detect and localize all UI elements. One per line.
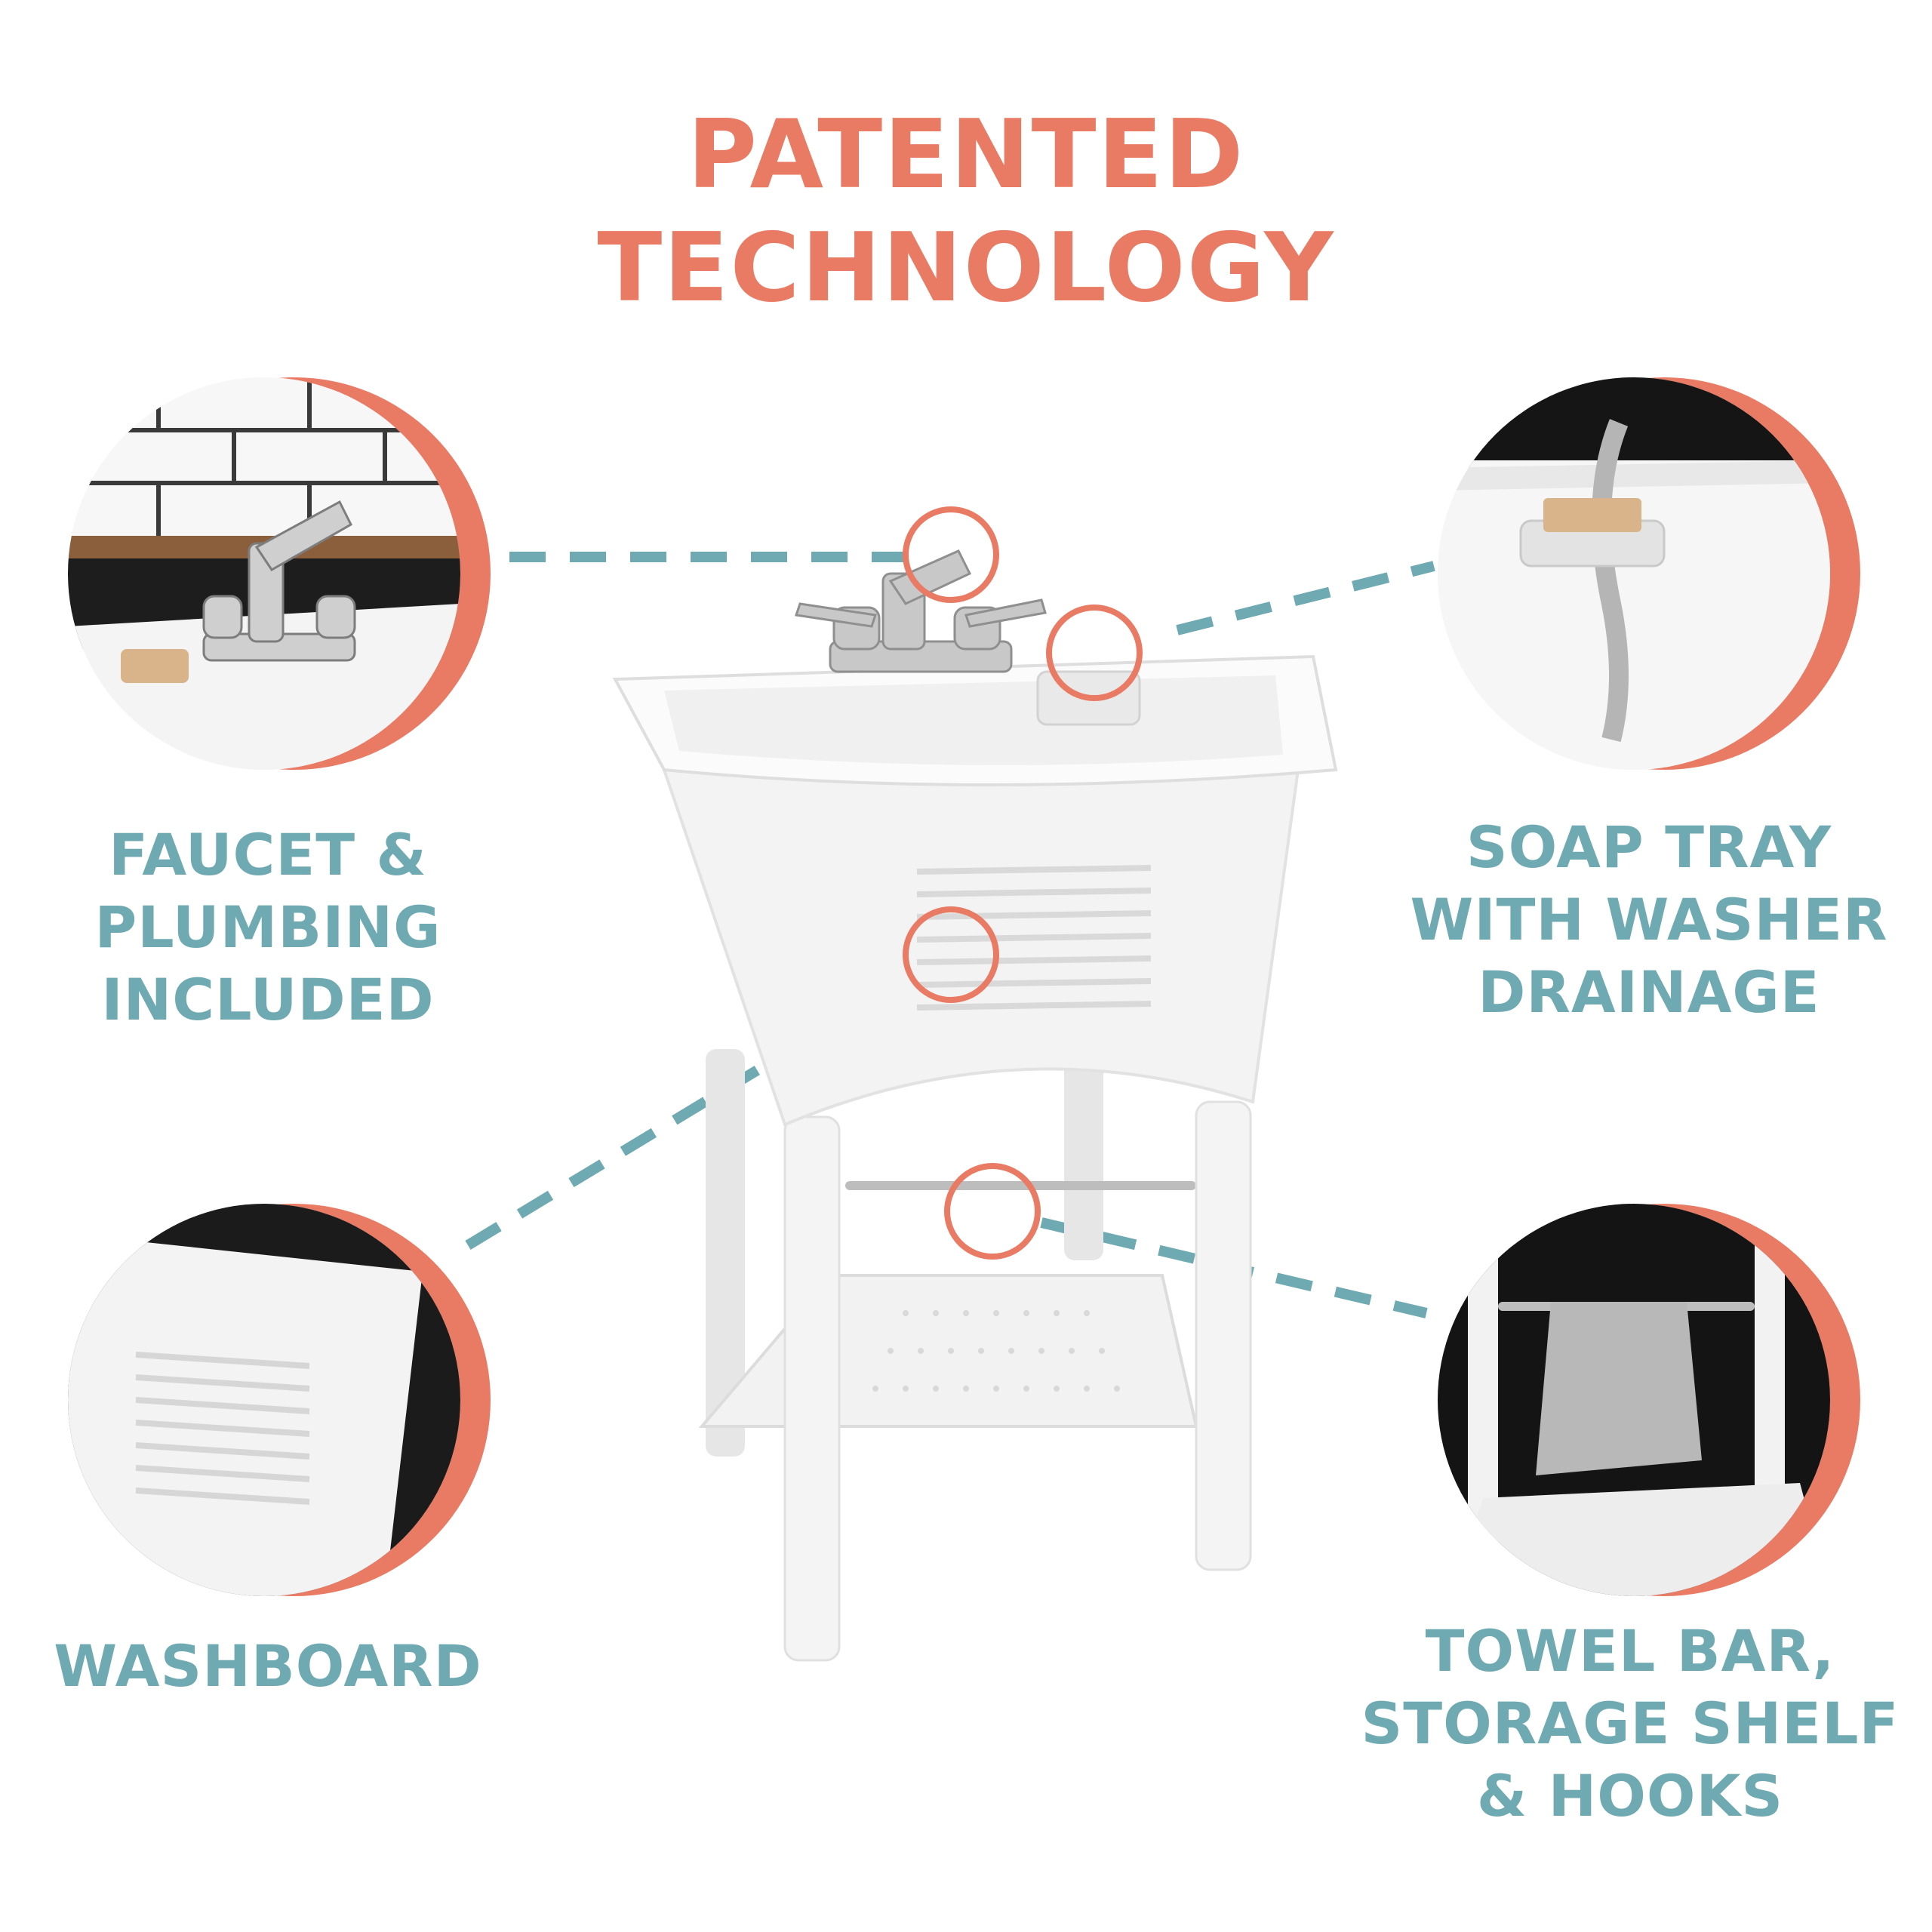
faucet-label-line-1: FAUCET &: [109, 821, 427, 888]
front-right-leg: [1195, 1100, 1252, 1571]
washboard-feature-label: WASHBOARD: [30, 1630, 506, 1703]
faucet-feature-label: FAUCET & PLUMBING INCLUDED: [30, 819, 506, 1036]
towel-bar-label-line-3: & HOOKS: [1476, 1762, 1784, 1829]
sink-bowl: [664, 675, 1283, 765]
back-left-leg: [706, 1049, 745, 1457]
page-title: PATENTED TECHNOLOGY: [0, 98, 1932, 325]
soap-tray-hotspot: [1046, 605, 1143, 701]
washboard-detail-bubble: [68, 1204, 491, 1626]
towel-bar-feature-label: TOWEL BAR, STORAGE SHELF & HOOKS: [1343, 1615, 1917, 1832]
faucet-detail-photo: [68, 377, 460, 770]
title-line-1: PATENTED: [687, 99, 1245, 210]
washboard-hotspot: [903, 906, 999, 1003]
faucet-label-line-2: PLUMBING: [94, 894, 441, 961]
towel-bar-hotspot: [944, 1163, 1041, 1260]
towel-bar-label-line-2: STORAGE SHELF: [1361, 1690, 1900, 1757]
soap-tray-detail-photo: [1438, 377, 1830, 770]
soap-tray-feature-label: SOAP TRAY WITH WASHER DRAINAGE: [1404, 811, 1894, 1029]
towel-bar-detail-photo: [1438, 1204, 1830, 1596]
towel-bar-detail-bubble: [1438, 1204, 1860, 1626]
faucet-detail-bubble: [68, 377, 491, 800]
washboard-detail-image: [68, 1204, 460, 1596]
towel-bar: [845, 1181, 1196, 1190]
back-right-leg: [1064, 1034, 1103, 1260]
faucet-label-line-3: INCLUDED: [101, 966, 435, 1033]
faucet-detail-image: [68, 377, 460, 770]
washboard-detail-photo: [68, 1204, 460, 1596]
title-line-2: TECHNOLOGY: [597, 212, 1335, 323]
faucet: [795, 549, 1047, 673]
soap-tray-detail-bubble: [1438, 377, 1860, 800]
basin-body: [662, 768, 1300, 1127]
soap-tray-detail-image: [1438, 377, 1830, 770]
towel-bar-label-line-1: TOWEL BAR,: [1425, 1617, 1835, 1684]
washboard-ribs: [916, 865, 1152, 1011]
soap-tray-label-line-2: WITH WASHER: [1410, 886, 1888, 953]
soap-tray-label-line-1: SOAP TRAY: [1466, 814, 1832, 881]
towel-bar-detail-image: [1438, 1204, 1830, 1596]
faucet-hotspot: [903, 506, 999, 603]
washboard-label-line-1: WASHBOARD: [54, 1632, 482, 1700]
soap-tray-label-line-3: DRAINAGE: [1478, 958, 1820, 1026]
soap-tray-connector: [1176, 561, 1435, 635]
front-left-leg: [783, 1115, 841, 1662]
